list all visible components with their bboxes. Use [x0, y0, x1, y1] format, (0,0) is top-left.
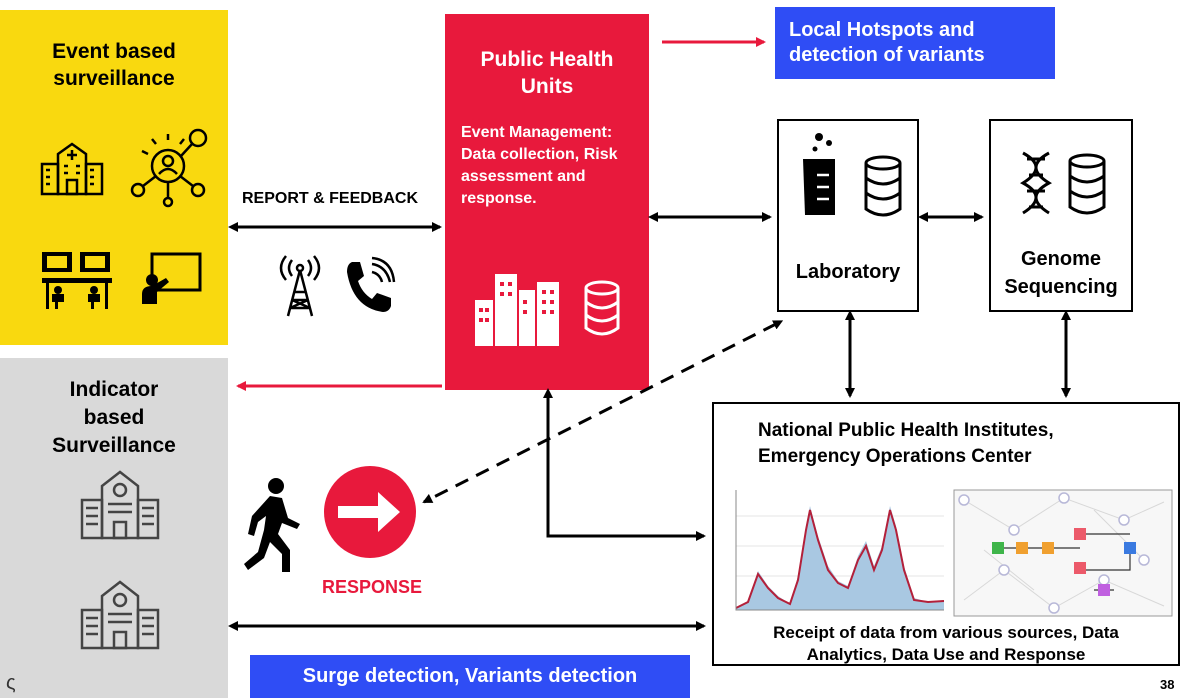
buildings-icon [475, 274, 559, 346]
phu-title: Public Health Units [480, 48, 614, 98]
phu-description: Event Management: Data collection, Risk … [461, 124, 618, 207]
indicator-surveillance-title: Indicator based Surveillance [52, 378, 176, 457]
event-surveillance-title: Event based surveillance [52, 40, 176, 90]
public-health-units-panel: Public Health Units Event Management: Da… [445, 14, 649, 390]
database-icon [1068, 153, 1106, 215]
event-based-surveillance-panel: Event based surveillance [0, 10, 228, 345]
laboratory-label: Laboratory [795, 261, 901, 283]
corner-logo: ς [6, 672, 16, 694]
beaker-icon [803, 133, 835, 215]
hospital-icon [80, 580, 160, 650]
hospital-icon [80, 470, 160, 540]
process-network-thumbnail [953, 489, 1173, 617]
walking-person-icon [244, 478, 300, 572]
genome-label: Genome Sequencing [1004, 248, 1118, 298]
indicator-based-surveillance-panel: Indicator based Surveillance [0, 358, 228, 698]
national-institutes-box: National Public Health Institutes, Emerg… [712, 402, 1180, 666]
hospital-icon [40, 142, 104, 196]
local-hotspots-box: Local Hotspots and detection of variants [775, 7, 1055, 79]
phu-national-arrow [543, 388, 706, 541]
radio-tower-icon [279, 255, 321, 317]
response-label: RESPONSE [322, 577, 423, 597]
genome-sequencing-box: Genome Sequencing [989, 119, 1133, 312]
arrow-circle-icon [324, 466, 416, 558]
national-title: National Public Health Institutes, Emerg… [758, 420, 1054, 467]
national-footer: Receipt of data from various sources, Da… [773, 623, 1119, 664]
page-number: 38 [1160, 677, 1175, 692]
report-feedback-label: REPORT & FEEDBACK [242, 190, 419, 207]
dna-icon [1021, 151, 1053, 215]
laboratory-box: Laboratory [777, 119, 919, 312]
meeting-icon [42, 252, 112, 309]
phone-icon [347, 256, 396, 312]
database-icon [584, 280, 620, 336]
network-person-icon [130, 128, 208, 208]
epidemic-curve-thumbnail [718, 486, 946, 618]
surge-detection-box: Surge detection, Variants detection [250, 655, 690, 698]
database-icon [864, 155, 902, 217]
presentation-icon [142, 252, 202, 304]
